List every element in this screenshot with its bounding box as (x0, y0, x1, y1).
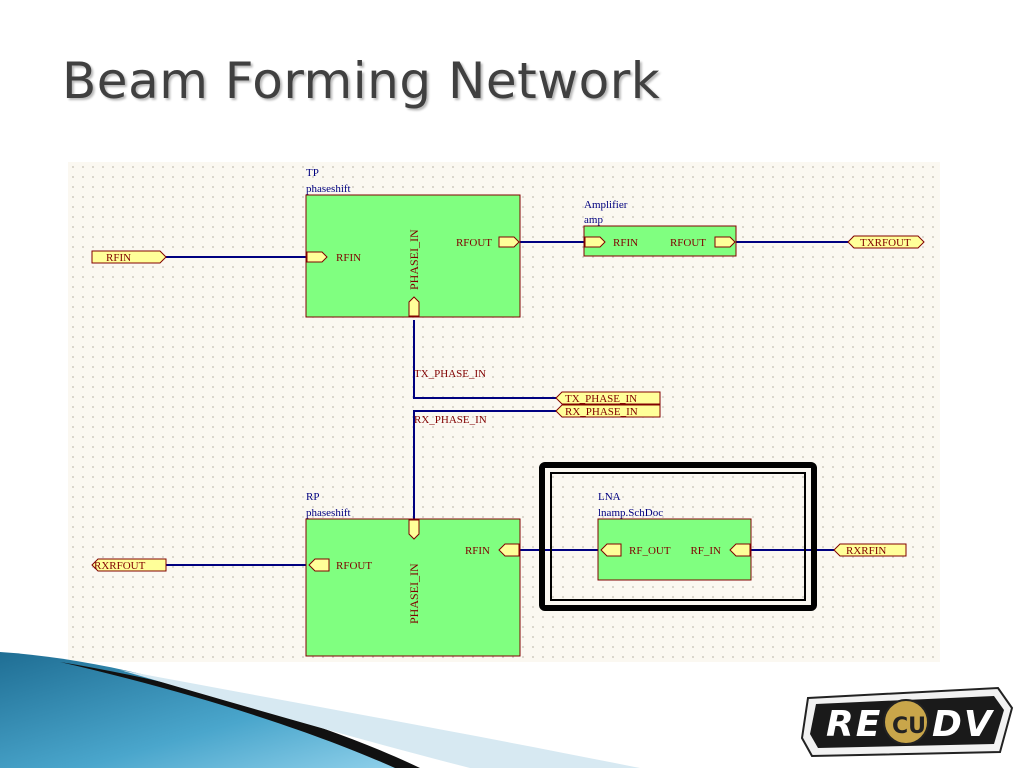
footer-swoosh (0, 652, 640, 768)
svg-text:RE: RE (826, 704, 882, 745)
wire-tx-phase (413, 320, 556, 399)
tp-rfin-label: RFIN (336, 252, 361, 264)
lna-block[interactable]: LNA lnamp.SchDoc RF_OUT RF_IN (597, 491, 752, 581)
rp-designator: RP (306, 491, 319, 503)
tp-block[interactable]: TP phaseshift RFIN RFOUT PHASEI_IN (305, 167, 521, 318)
port-rxrfin[interactable]: RXRFIN (833, 543, 907, 557)
port-rxrfout[interactable]: RXRFOUT (91, 558, 167, 572)
rp-rfout-label: RFOUT (336, 560, 372, 572)
amp-filename: amp (584, 214, 603, 226)
wires (166, 241, 848, 566)
tp-filename: phaseshift (306, 183, 351, 195)
tp-rfout-label: RFOUT (456, 237, 492, 249)
amp-rfin-label: RFIN (613, 237, 638, 249)
rp-phase-port[interactable] (408, 519, 420, 540)
lna-rfin-port[interactable] (729, 543, 751, 557)
port-rxrfin-label: RXRFIN (846, 545, 886, 557)
amp-designator: Amplifier (584, 199, 628, 211)
net-label-tx-phase: TX_PHASE_IN (414, 368, 486, 380)
port-txrfout[interactable]: TXRFOUT (847, 235, 925, 249)
rp-rfout-port[interactable] (308, 558, 330, 572)
amp-block[interactable]: Amplifier amp RFIN RFOUT (583, 199, 737, 257)
amp-rfin-port[interactable] (584, 236, 606, 248)
rp-rfin-label: RFIN (465, 545, 490, 557)
port-txrfout-label: TXRFOUT (860, 237, 911, 249)
slide-title: Beam Forming Network (62, 52, 661, 110)
tp-rfout-port[interactable] (498, 236, 520, 248)
rp-filename: phaseshift (306, 507, 351, 519)
lna-designator: LNA (598, 491, 621, 503)
lna-rfout-label: RF_OUT (629, 545, 671, 557)
tp-body (305, 194, 521, 318)
port-rx-phase-in[interactable]: RX_PHASE_IN (555, 404, 661, 418)
tp-phase-port[interactable] (408, 296, 420, 317)
amp-body (583, 225, 737, 257)
rp-body (305, 518, 521, 657)
svg-text:CU: CU (892, 714, 926, 739)
lna-rfout-port[interactable] (600, 543, 622, 557)
port-rxrfout-label: RXRFOUT (94, 560, 146, 572)
lna-body (597, 518, 752, 581)
amp-rfout-label: RFOUT (670, 237, 706, 249)
schematic-canvas[interactable]: TP phaseshift RFIN RFOUT PHASEI_IN Ampli… (68, 162, 940, 662)
tp-designator: TP (306, 167, 319, 179)
port-tx-phase-in-label: TX_PHASE_IN (565, 393, 637, 405)
tp-rfin-port[interactable] (306, 251, 328, 263)
tp-phase-label: PHASEI_IN (407, 229, 421, 290)
amp-rfout-port[interactable] (714, 236, 736, 248)
port-rx-phase-in-label: RX_PHASE_IN (565, 406, 638, 418)
rp-rfin-port[interactable] (498, 543, 520, 557)
rp-phase-label: PHASEI_IN (407, 563, 421, 624)
rp-block[interactable]: RP phaseshift PHASEI_IN RFOUT RFIN (305, 491, 521, 657)
port-rfin-label: RFIN (106, 252, 131, 264)
lna-highlight-frame (539, 462, 817, 611)
port-tx-phase-in[interactable]: TX_PHASE_IN (555, 391, 661, 405)
net-label-rx-phase: RX_PHASE_IN (414, 414, 487, 426)
svg-text:DV: DV (932, 704, 995, 745)
cu-redv-logo: RE CU DV (800, 686, 1014, 758)
wire-rx-phase (413, 410, 556, 519)
lna-filename: lnamp.SchDoc (598, 507, 663, 519)
port-rfin[interactable]: RFIN (91, 250, 167, 264)
lna-rfin-label: RF_IN (690, 545, 721, 557)
